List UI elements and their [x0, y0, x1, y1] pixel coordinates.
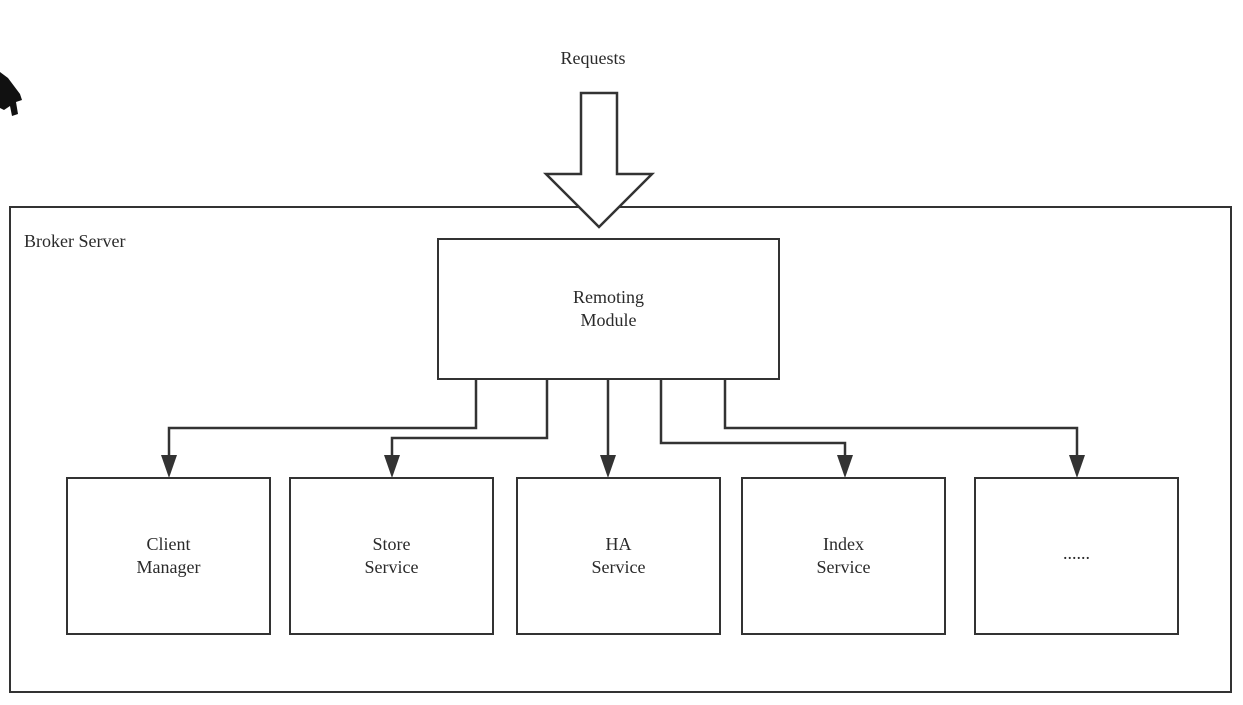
mouse-cursor-icon — [0, 72, 22, 116]
index-service-label-line2: Service — [816, 557, 871, 577]
arrowhead-store-service — [384, 455, 400, 478]
index-service-label-line1: Index — [823, 534, 864, 554]
remoting-module-label-line1: Remoting — [573, 287, 644, 307]
remoting-module-box: Remoting Module — [437, 238, 780, 380]
ha-service-label-line2: Service — [591, 557, 646, 577]
connector-store-service — [390, 379, 549, 460]
client-manager-label-line1: Client — [146, 534, 191, 554]
store-service-label-line1: Store — [372, 534, 411, 554]
more-services-box: ...... — [974, 477, 1179, 635]
requests-label: Requests — [560, 48, 626, 68]
client-manager-box: Client Manager — [66, 477, 271, 635]
arrowhead-ha-service — [600, 455, 616, 478]
index-service-box: Index Service — [741, 477, 946, 635]
requests-arrow — [542, 91, 656, 229]
arrowhead-more — [1069, 455, 1085, 478]
ha-service-label-line1: HA — [605, 534, 632, 554]
client-manager-label-line2: Manager — [136, 557, 201, 577]
store-service-box: Store Service — [289, 477, 494, 635]
remoting-module-label-line2: Module — [580, 310, 637, 330]
store-service-label-line2: Service — [364, 557, 419, 577]
connector-more — [723, 379, 1079, 460]
connector-index-service — [659, 379, 847, 460]
arrowhead-client-manager — [161, 455, 177, 478]
arrowhead-index-service — [837, 455, 853, 478]
more-services-label: ...... — [1063, 542, 1090, 563]
connector-client-manager — [167, 379, 478, 460]
broker-server-label: Broker Server — [24, 231, 126, 251]
ha-service-box: HA Service — [516, 477, 721, 635]
